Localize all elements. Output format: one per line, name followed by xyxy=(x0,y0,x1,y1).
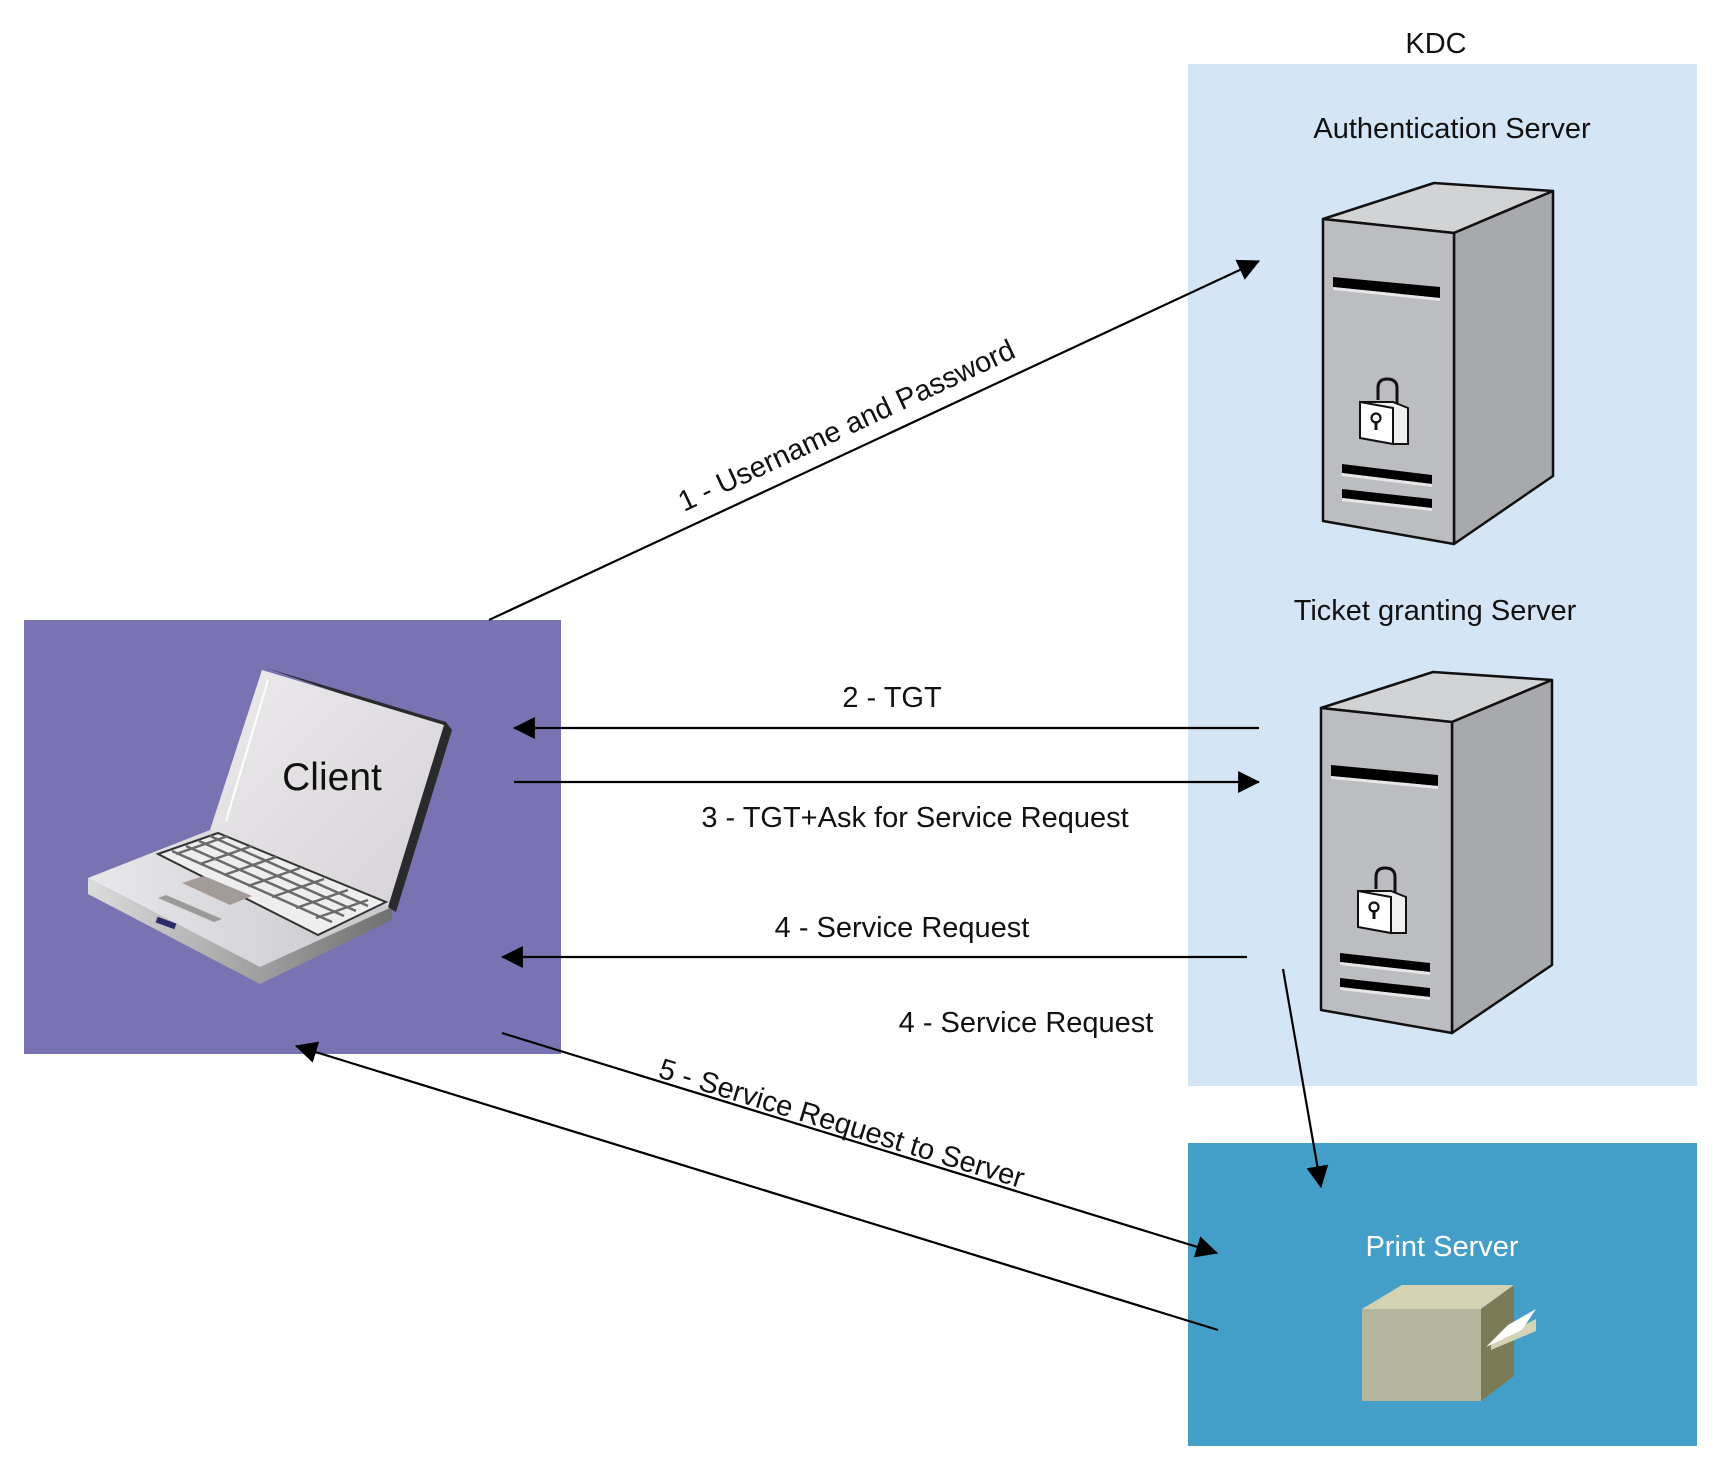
label-step-1: 1 - Username and Password xyxy=(673,334,1020,518)
drive-slots xyxy=(1333,277,1440,511)
print-server[interactable] xyxy=(1362,1285,1536,1401)
arrow-step-5-return xyxy=(294,1041,1219,1332)
print-server-label: Print Server xyxy=(1365,1231,1518,1263)
laptop-icon xyxy=(88,668,452,984)
authentication-server[interactable] xyxy=(1321,181,1555,546)
client-label: Client xyxy=(282,756,382,799)
kdc-title: KDC xyxy=(1405,28,1466,60)
server-tower-icon xyxy=(1319,670,1554,1035)
client[interactable] xyxy=(88,668,452,984)
padlock-icon xyxy=(1359,377,1409,446)
arrow-step-1 xyxy=(488,259,1260,621)
arrow-step-4b xyxy=(1281,968,1329,1189)
authentication-server-label: Authentication Server xyxy=(1313,113,1591,145)
ticket-granting-server[interactable] xyxy=(1319,670,1554,1035)
server-tower-icon xyxy=(1321,181,1555,546)
label-step-3: 3 - TGT+Ask for Service Request xyxy=(701,802,1128,834)
arrow-step-5 xyxy=(501,1031,1219,1258)
arrows xyxy=(294,259,1329,1332)
ticket-granting-server-label: Ticket granting Server xyxy=(1294,595,1577,627)
padlock-icon xyxy=(1357,866,1407,935)
label-step-4a: 4 - Service Request xyxy=(775,912,1030,944)
drive-slots xyxy=(1331,765,1438,1000)
label-step-4b: 4 - Service Request xyxy=(899,1007,1154,1039)
label-step-2: 2 - TGT xyxy=(842,682,942,714)
printer-box-icon xyxy=(1362,1285,1536,1401)
